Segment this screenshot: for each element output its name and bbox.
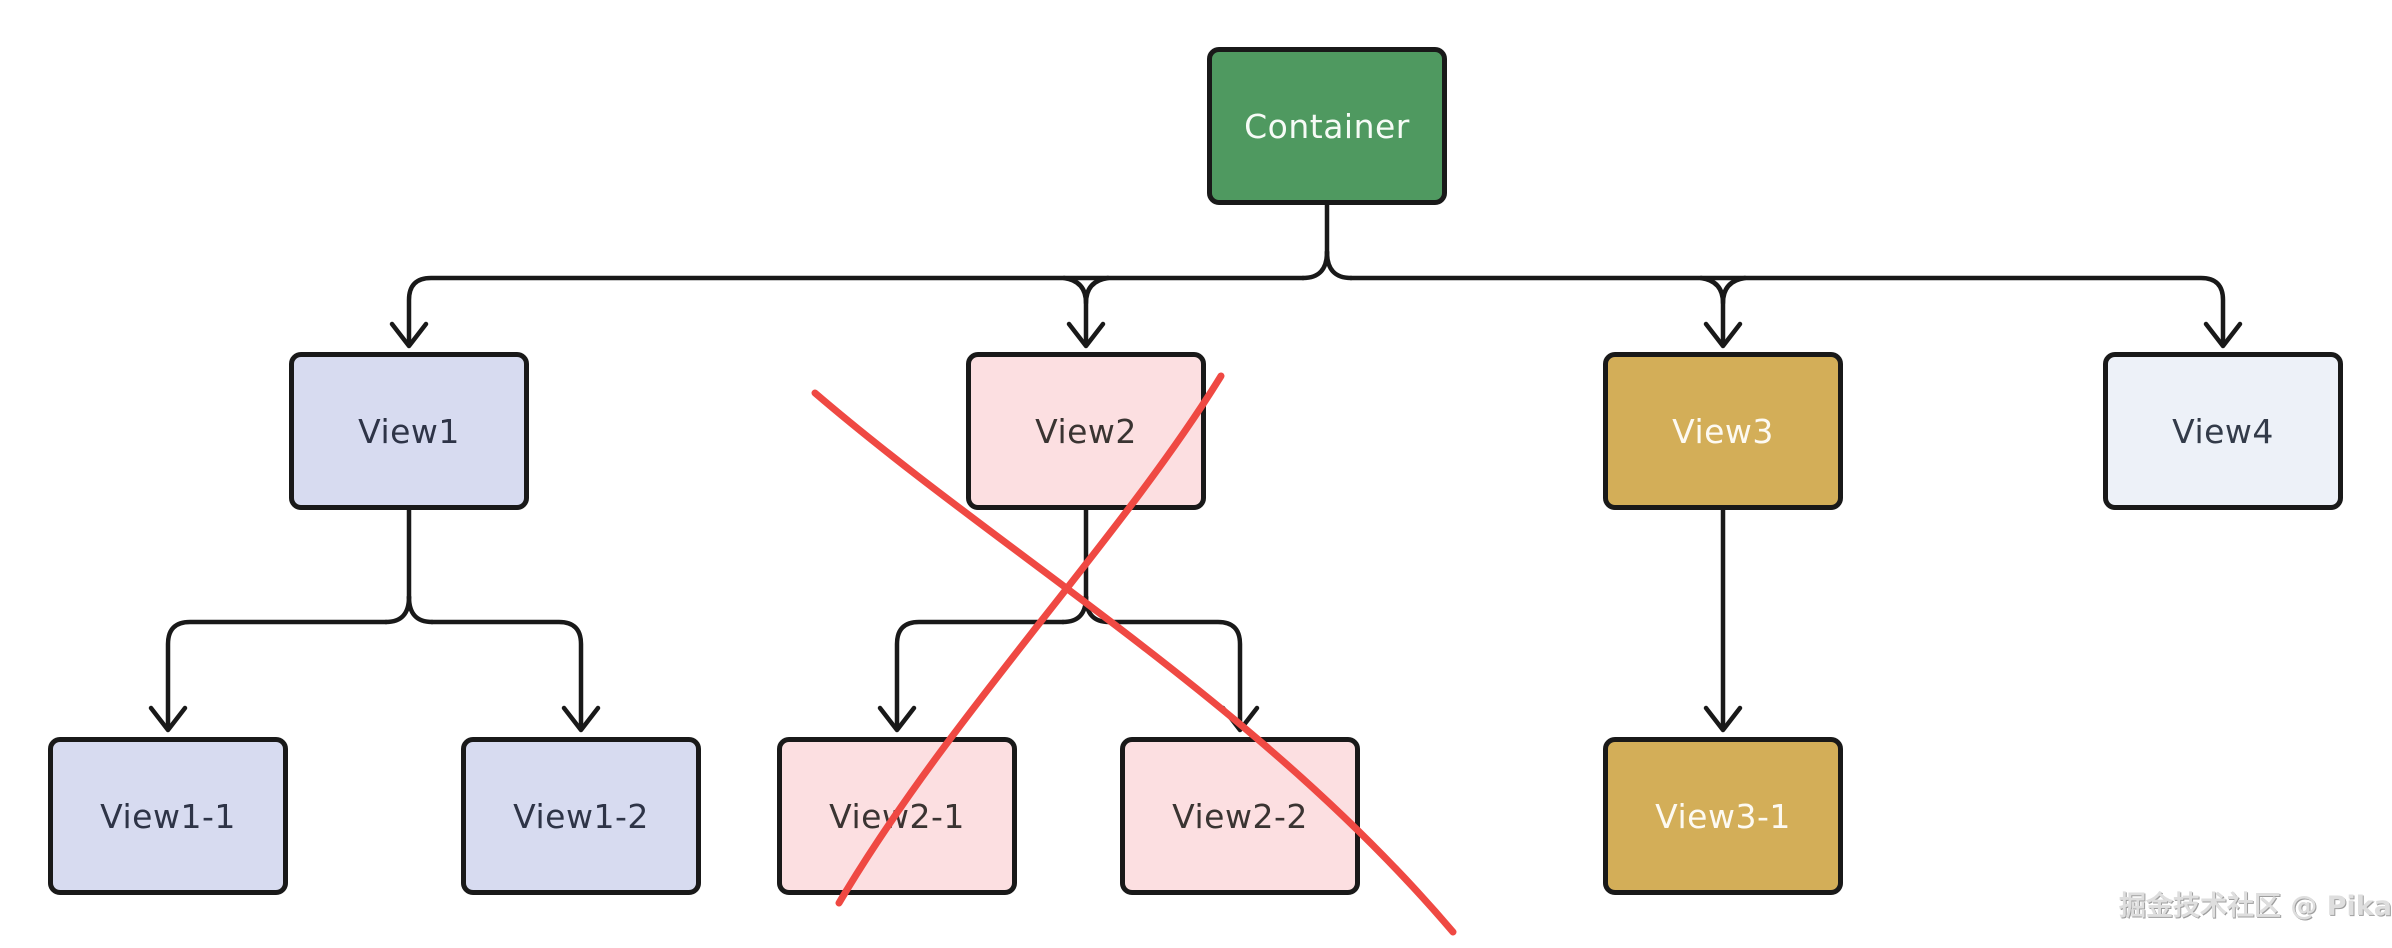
node-view3: View3 [1603,352,1843,510]
edge-view2-to-1 [894,619,1066,730]
edge-container-fillet-right [1324,249,1354,281]
node-container-label: Container [1244,106,1410,146]
edge-view1-fillet-right [406,594,435,625]
edge-container-fillet-left [1300,249,1330,281]
node-view2: View2 [966,352,1206,510]
edge-view1-fillet-left [383,594,412,625]
edge-drop-view2 [1061,275,1089,346]
node-view1-1-label: View1-1 [100,796,236,836]
edge-view1-to-2 [429,619,584,730]
node-view1-2-label: View1-2 [513,796,649,836]
arrowhead-view2 [1066,321,1106,349]
edge-view2-fillet-left [1060,594,1089,625]
edge-drop-view3-fillet [1720,275,1748,306]
arrowhead-view1-2 [561,705,601,733]
arrowhead-view4 [2203,321,2243,349]
node-view1: View1 [289,352,529,510]
node-view4: View4 [2103,352,2343,510]
edge-drop-view2-fillet [1083,275,1111,306]
arrowhead-view1-1 [148,705,188,733]
edge-view2-to-2 [1106,619,1243,730]
node-view3-1-label: View3-1 [1655,796,1791,836]
arrowhead-view2-1 [877,705,917,733]
node-view1-2: View1-2 [461,737,701,895]
node-view3-label: View3 [1672,411,1774,451]
node-view4-label: View4 [2172,411,2274,451]
node-view2-2: View2-2 [1120,737,1360,895]
edge-rail-right [1348,275,2226,346]
node-view2-1-label: View2-1 [829,796,965,836]
node-view3-1: View3-1 [1603,737,1843,895]
node-view1-1: View1-1 [48,737,288,895]
arrowhead-view2-2 [1220,705,1260,733]
node-view2-2-label: View2-2 [1172,796,1308,836]
edge-view2-fillet-right [1083,594,1112,625]
node-view2-label: View2 [1035,411,1137,451]
arrowhead-view3-1 [1703,705,1743,733]
edge-rail-left [406,275,1306,346]
watermark-text: 掘金技术社区 @ Pika [2118,891,2392,922]
edge-view1-to-1 [165,619,389,730]
arrowhead-view1 [389,321,429,349]
edge-drop-view3 [1698,275,1726,346]
node-view1-label: View1 [358,411,460,451]
node-view2-1: View2-1 [777,737,1017,895]
node-container: Container [1207,47,1447,205]
arrowhead-view3 [1703,321,1743,349]
